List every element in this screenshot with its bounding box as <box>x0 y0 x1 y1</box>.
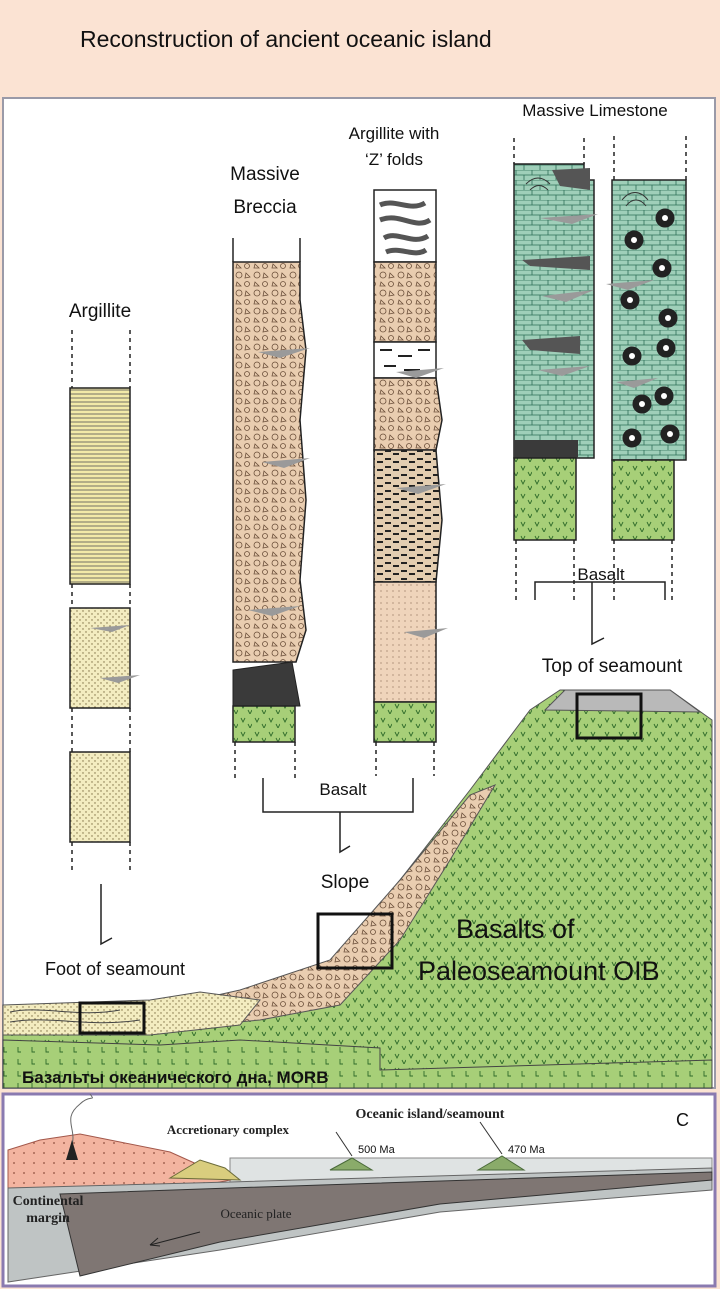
label-basalt-slope: Basalt <box>319 780 367 799</box>
pointer-foot <box>100 884 113 946</box>
morb-layer <box>2 1039 713 1089</box>
label-morb: Базальты океанического дна, MORB <box>22 1068 329 1087</box>
label-slope: Slope <box>321 872 370 893</box>
label-accretionary-complex: Accretionary complex <box>167 1122 290 1137</box>
page-title: Reconstruction of ancient oceanic island <box>80 26 492 52</box>
label-panel-c: C <box>676 1110 689 1130</box>
label-basalt-top: Basalt <box>577 565 625 584</box>
label-foot-of-seamount: Foot of seamount <box>45 959 185 979</box>
label-age-500: 500 Ma <box>358 1144 396 1156</box>
label-basalts-of: Basalts of <box>456 914 575 944</box>
label-age-470: 470 Ma <box>508 1144 546 1156</box>
pointer-slope <box>339 812 351 854</box>
label-continental-margin-2: margin <box>26 1211 70 1226</box>
label-oceanic-plate: Oceanic plate <box>220 1206 291 1221</box>
foot-sediments <box>2 991 261 1036</box>
label-top-of-seamount: Top of seamount <box>542 656 683 677</box>
bracket-top-basalt <box>534 581 666 600</box>
column-massive-breccia <box>232 238 310 778</box>
label-continental-margin-1: Continental <box>13 1194 84 1209</box>
label-zfolds-line1: Argillite with <box>349 124 440 143</box>
box-slope <box>316 912 394 970</box>
pointer-top <box>591 582 605 646</box>
box-top-of-seamount <box>575 692 643 740</box>
label-breccia-line2: Breccia <box>233 197 297 218</box>
label-oceanic-island: Oceanic island/seamount <box>356 1107 505 1122</box>
label-breccia-line1: Massive <box>230 164 300 185</box>
column-argillite <box>69 330 140 870</box>
column-massive-limestone-b <box>606 136 687 600</box>
label-massive-limestone: Massive Limestone <box>522 101 668 120</box>
column-massive-limestone-a <box>513 138 598 600</box>
label-zfolds-line2: ‘Z’ folds <box>365 150 423 169</box>
bracket-slope-basalt <box>262 778 414 813</box>
column-argillite-z-folds <box>373 189 448 776</box>
label-paleoseamount-oib: Paleoseamount OIB <box>418 956 660 986</box>
inset-panel-c <box>1 1092 717 1288</box>
box-foot-of-seamount <box>78 1001 146 1035</box>
label-argillite: Argillite <box>69 301 131 322</box>
